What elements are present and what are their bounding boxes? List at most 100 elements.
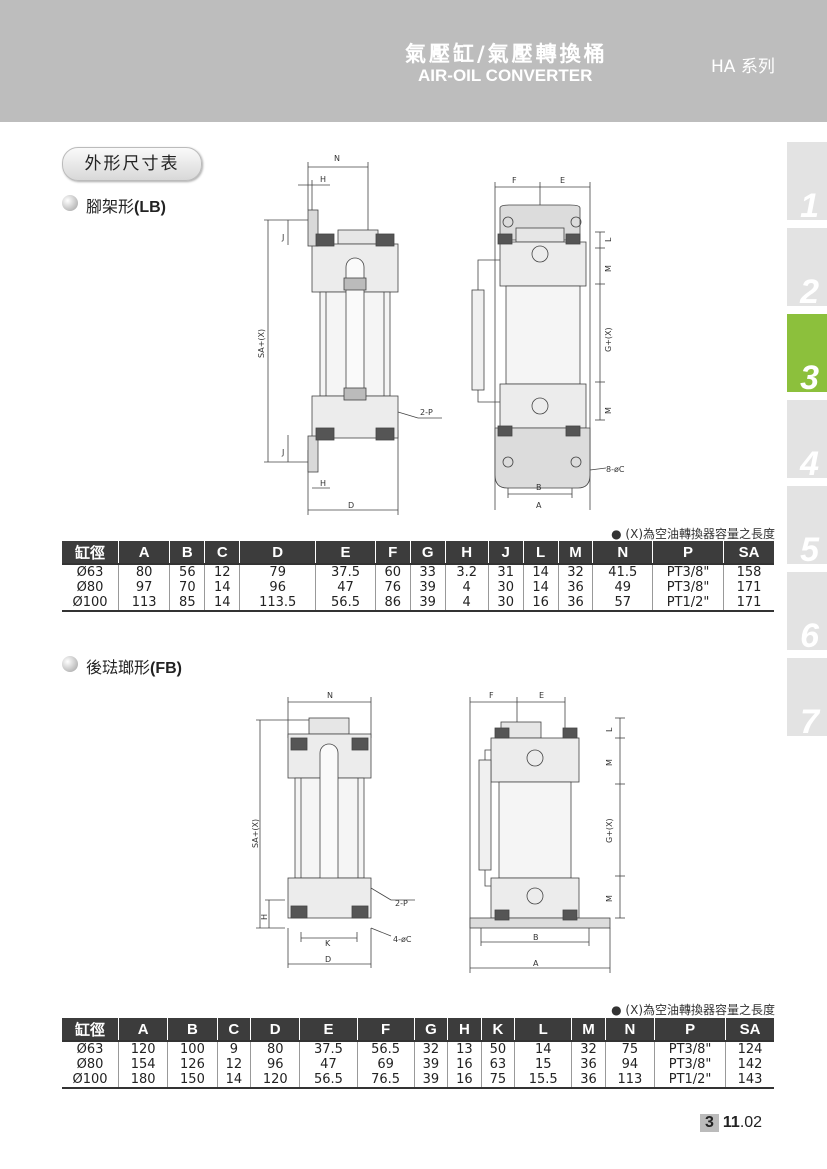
table-header-cell: C — [204, 541, 241, 564]
table-cell: 60 — [375, 563, 411, 580]
table-header-cell: H — [447, 1018, 482, 1041]
table-cell: 39 — [414, 1057, 449, 1072]
table-cell: 75 — [481, 1072, 516, 1089]
table-cell: 15 — [514, 1057, 573, 1072]
table-cell: 47 — [315, 580, 376, 595]
table-header-cell: H — [445, 541, 489, 564]
table-cell: 12 — [204, 563, 241, 580]
lb-dim-P: 2-P — [420, 408, 433, 417]
table-cell: 16 — [447, 1072, 482, 1089]
header-series: HA 系列 — [711, 57, 775, 77]
table-cell: 126 — [167, 1057, 218, 1072]
fb-dim-P: 2-P — [395, 899, 408, 908]
table-cell: 32 — [414, 1040, 449, 1057]
table-header-cell: P — [654, 1018, 727, 1041]
fb-label-zh: 後琺瑯形 — [86, 658, 151, 677]
table-cell: PT1/2" — [652, 595, 725, 612]
table-header-cell: B — [169, 541, 206, 564]
table-cell: Ø100 — [62, 1072, 119, 1089]
lb-dim-D: D — [348, 501, 354, 510]
table-cell: 69 — [357, 1057, 415, 1072]
page-header: 氣壓缸/氣壓轉換桶 AIR-OIL CONVERTER HA 系列 — [0, 0, 827, 122]
table-cell: 85 — [169, 595, 206, 612]
chapter-tab-7[interactable]: 7 — [787, 658, 827, 741]
lb-dim-E: E — [560, 176, 565, 185]
table-cell: 56 — [169, 563, 206, 580]
table-header-cell: J — [488, 541, 524, 564]
table-cell: Ø80 — [62, 1057, 119, 1072]
lb-dim-F: F — [512, 176, 517, 185]
table-header-cell: F — [357, 1018, 415, 1041]
table-header-cell: A — [118, 541, 171, 564]
chapter-tab-3[interactable]: 3 — [787, 314, 827, 397]
table-cell: 36 — [558, 595, 594, 612]
table-cell: 14 — [523, 580, 559, 595]
chapter-tab-6[interactable]: 6 — [787, 572, 827, 655]
lb-dim-G: G+(X) — [604, 327, 613, 352]
table-header-cell: C — [217, 1018, 252, 1041]
table-cell: 39 — [410, 580, 446, 595]
fb-dim-D: D — [325, 955, 331, 964]
table-cell: 49 — [592, 580, 654, 595]
table-header-cell: SA — [723, 541, 774, 564]
page-chapter: 3 — [700, 1114, 719, 1132]
table-cell: 56.5 — [315, 595, 376, 612]
table-cell: 94 — [605, 1057, 656, 1072]
table-header-cell: N — [605, 1018, 656, 1041]
table-cell: 100 — [167, 1040, 218, 1057]
fb-label-code: (FB) — [150, 660, 182, 677]
chapter-tab-4[interactable]: 4 — [787, 400, 827, 483]
table-cell: 56.5 — [357, 1040, 415, 1057]
table-cell: 4 — [445, 580, 489, 595]
table-header-cell: G — [414, 1018, 449, 1041]
lb-section-label: 腳架形(LB) — [86, 193, 166, 217]
table-cell: 113 — [605, 1072, 656, 1089]
table-cell: 12 — [217, 1057, 252, 1072]
section-title: 外形尺寸表 — [62, 147, 202, 181]
table-cell: 15.5 — [514, 1072, 573, 1089]
table-header-cell: D — [239, 541, 317, 564]
fb-dim-G: G+(X) — [605, 818, 614, 843]
chapter-tab-1[interactable]: 1 — [787, 142, 827, 225]
chapter-tab-5[interactable]: 5 — [787, 486, 827, 569]
table-cell: 96 — [250, 1057, 301, 1072]
lb-bullet-icon — [62, 195, 78, 211]
table-cell: 120 — [118, 1040, 169, 1057]
table-cell: 30 — [488, 595, 524, 612]
table-cell: PT3/8" — [654, 1040, 727, 1057]
lb-dim-H-bottom: H — [320, 479, 326, 488]
table-cell: 14 — [217, 1072, 252, 1089]
lb-dim-SA: SA+(X) — [257, 329, 266, 358]
table-cell: 32 — [558, 563, 594, 580]
table-cell: 4 — [445, 595, 489, 612]
table-cell: 33 — [410, 563, 446, 580]
lb-dim-M-bottom: M — [604, 407, 613, 414]
table-cell: 63 — [481, 1057, 516, 1072]
table-cell: 171 — [723, 595, 774, 612]
table-cell: 16 — [523, 595, 559, 612]
table-header-cell: B — [167, 1018, 218, 1041]
table-cell: PT1/2" — [654, 1072, 727, 1089]
table-cell: 16 — [447, 1057, 482, 1072]
table-cell: 70 — [169, 580, 206, 595]
table-cell: 47 — [299, 1057, 358, 1072]
header-title-en: AIR-OIL CONVERTER — [418, 66, 593, 85]
lb-dim-C: 8-øC — [606, 465, 625, 474]
chapter-tab-2[interactable]: 2 — [787, 228, 827, 311]
table-cell: 41.5 — [592, 563, 654, 580]
table-cell: 150 — [167, 1072, 218, 1089]
lb-dim-J-bottom: J — [281, 448, 284, 457]
table-cell: 75 — [605, 1040, 656, 1057]
table-cell: 9 — [217, 1040, 252, 1057]
table-cell: 32 — [571, 1040, 606, 1057]
table-header-cell: A — [118, 1018, 169, 1041]
table-cell: 120 — [250, 1072, 301, 1089]
table-cell: PT3/8" — [654, 1057, 727, 1072]
